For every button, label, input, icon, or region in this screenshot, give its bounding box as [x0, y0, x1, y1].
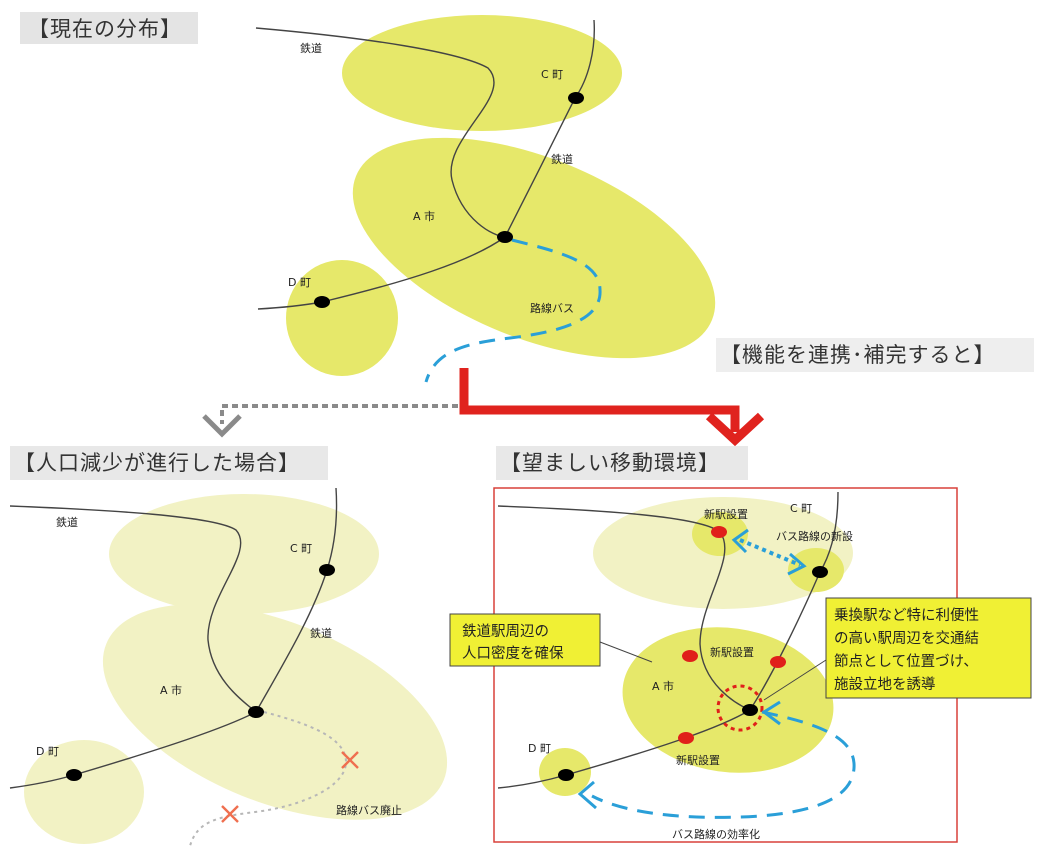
label-town-c: C 町	[290, 542, 312, 555]
area-town-d-faded	[24, 740, 144, 844]
railway-line-a	[255, 27, 506, 238]
label-city-a: A 市	[652, 679, 674, 693]
route-bus-line	[424, 238, 602, 383]
station-d	[558, 769, 574, 781]
heading-bg	[20, 12, 198, 44]
depopulation-scenario: 【人口減少が進行した場合】 鉄道 C 町 鉄道 A 市 D 町 路線バス廃止	[9, 446, 448, 847]
label-city-a: A 市	[413, 209, 435, 223]
heading-current: 【現在の分布】	[28, 17, 182, 41]
railway-line-a	[497, 505, 751, 711]
new-station	[678, 732, 694, 744]
current-distribution: 【現在の分布】 鉄道 C 町 鉄道 A 市 D 町 路線バス	[20, 12, 716, 383]
transition-arrows: 【機能を連携･補完すると】	[202, 338, 1034, 447]
label-railway: 鉄道	[300, 41, 322, 55]
label-town-c: C 町	[790, 502, 812, 515]
label-railway: 鉄道	[551, 152, 573, 166]
area-town-c-faded	[109, 494, 379, 614]
label-new-station: 新駅設置	[704, 507, 748, 521]
heading-depopulation: 【人口減少が進行した場合】	[14, 451, 300, 475]
area-city-a-faded	[102, 604, 448, 820]
label-town-d: D 町	[528, 742, 551, 755]
station-a	[497, 231, 513, 243]
callout-hub-line: 節点として位置づけ、	[834, 652, 978, 670]
label-railway: 鉄道	[310, 626, 332, 640]
railway-line-a	[9, 505, 257, 713]
heading-bg	[496, 446, 748, 480]
label-railway: 鉄道	[56, 515, 78, 529]
callout-density-line: 人口密度を確保	[462, 645, 564, 662]
desirable-environment: 【望ましい移動環境】 新駅設置 C 町 バス路線の新設 新駅設	[449, 446, 1032, 843]
label-town-d: D 町	[288, 276, 311, 289]
area-city-a	[622, 627, 834, 773]
station-a	[742, 704, 758, 716]
callout-leader	[599, 641, 653, 663]
arrow-head	[577, 780, 597, 810]
station-a	[248, 706, 264, 718]
new-station	[711, 526, 727, 538]
label-town-d: D 町	[36, 745, 59, 758]
main-arrow-head	[705, 412, 765, 447]
heading-bg	[10, 446, 328, 480]
new-bus-route	[739, 538, 801, 567]
abolished-bus-route	[189, 711, 348, 847]
arrow-head	[731, 528, 749, 554]
link-note: 【機能を連携･補完すると】	[720, 343, 996, 367]
callout-hub	[825, 597, 1032, 699]
station-c	[568, 92, 584, 104]
label-bus-efficiency: バス路線の効率化	[672, 827, 760, 841]
callout-hub-line: 施設立地を誘導	[834, 676, 936, 693]
label-route-bus: 路線バス	[530, 301, 574, 315]
cross-icon	[341, 751, 359, 769]
station-c	[319, 564, 335, 576]
area-town-c	[342, 15, 622, 131]
label-city-a: A 市	[160, 683, 182, 697]
area-city-a	[352, 137, 716, 359]
railway-line-d	[497, 709, 751, 789]
arrow-head	[787, 552, 807, 576]
transfer-hub-ring	[716, 684, 764, 732]
station-d	[314, 296, 330, 308]
cross-icon	[221, 805, 239, 823]
main-arrow	[459, 368, 740, 432]
railway-line-d	[9, 711, 257, 789]
station-c	[812, 566, 828, 578]
arrow-head	[761, 700, 781, 726]
note-bg	[716, 338, 1034, 372]
area-town-d	[286, 260, 398, 376]
heading-desirable: 【望ましい移動環境】	[500, 451, 720, 475]
callout-density-line: 鉄道駅周辺の	[462, 623, 549, 640]
callout-hub-line: の高い駅周辺を交通結	[834, 629, 979, 647]
station-d	[66, 769, 82, 781]
label-new-bus-route: バス路線の新設	[776, 529, 853, 543]
callout-hub-line: 乗換駅など特に利便性	[834, 607, 979, 624]
label-new-station: 新駅設置	[710, 645, 754, 659]
gray-arrow	[220, 404, 458, 424]
callout-leader	[763, 659, 827, 701]
new-station	[682, 650, 698, 662]
label-new-station: 新駅設置	[676, 753, 720, 767]
label-bus-abolished: 路線バス廃止	[336, 803, 402, 817]
gray-arrow-head	[202, 414, 242, 438]
railway-line-d	[257, 236, 506, 310]
callout-density	[449, 613, 601, 667]
label-town-c: C 町	[541, 68, 563, 81]
new-station	[770, 656, 786, 668]
